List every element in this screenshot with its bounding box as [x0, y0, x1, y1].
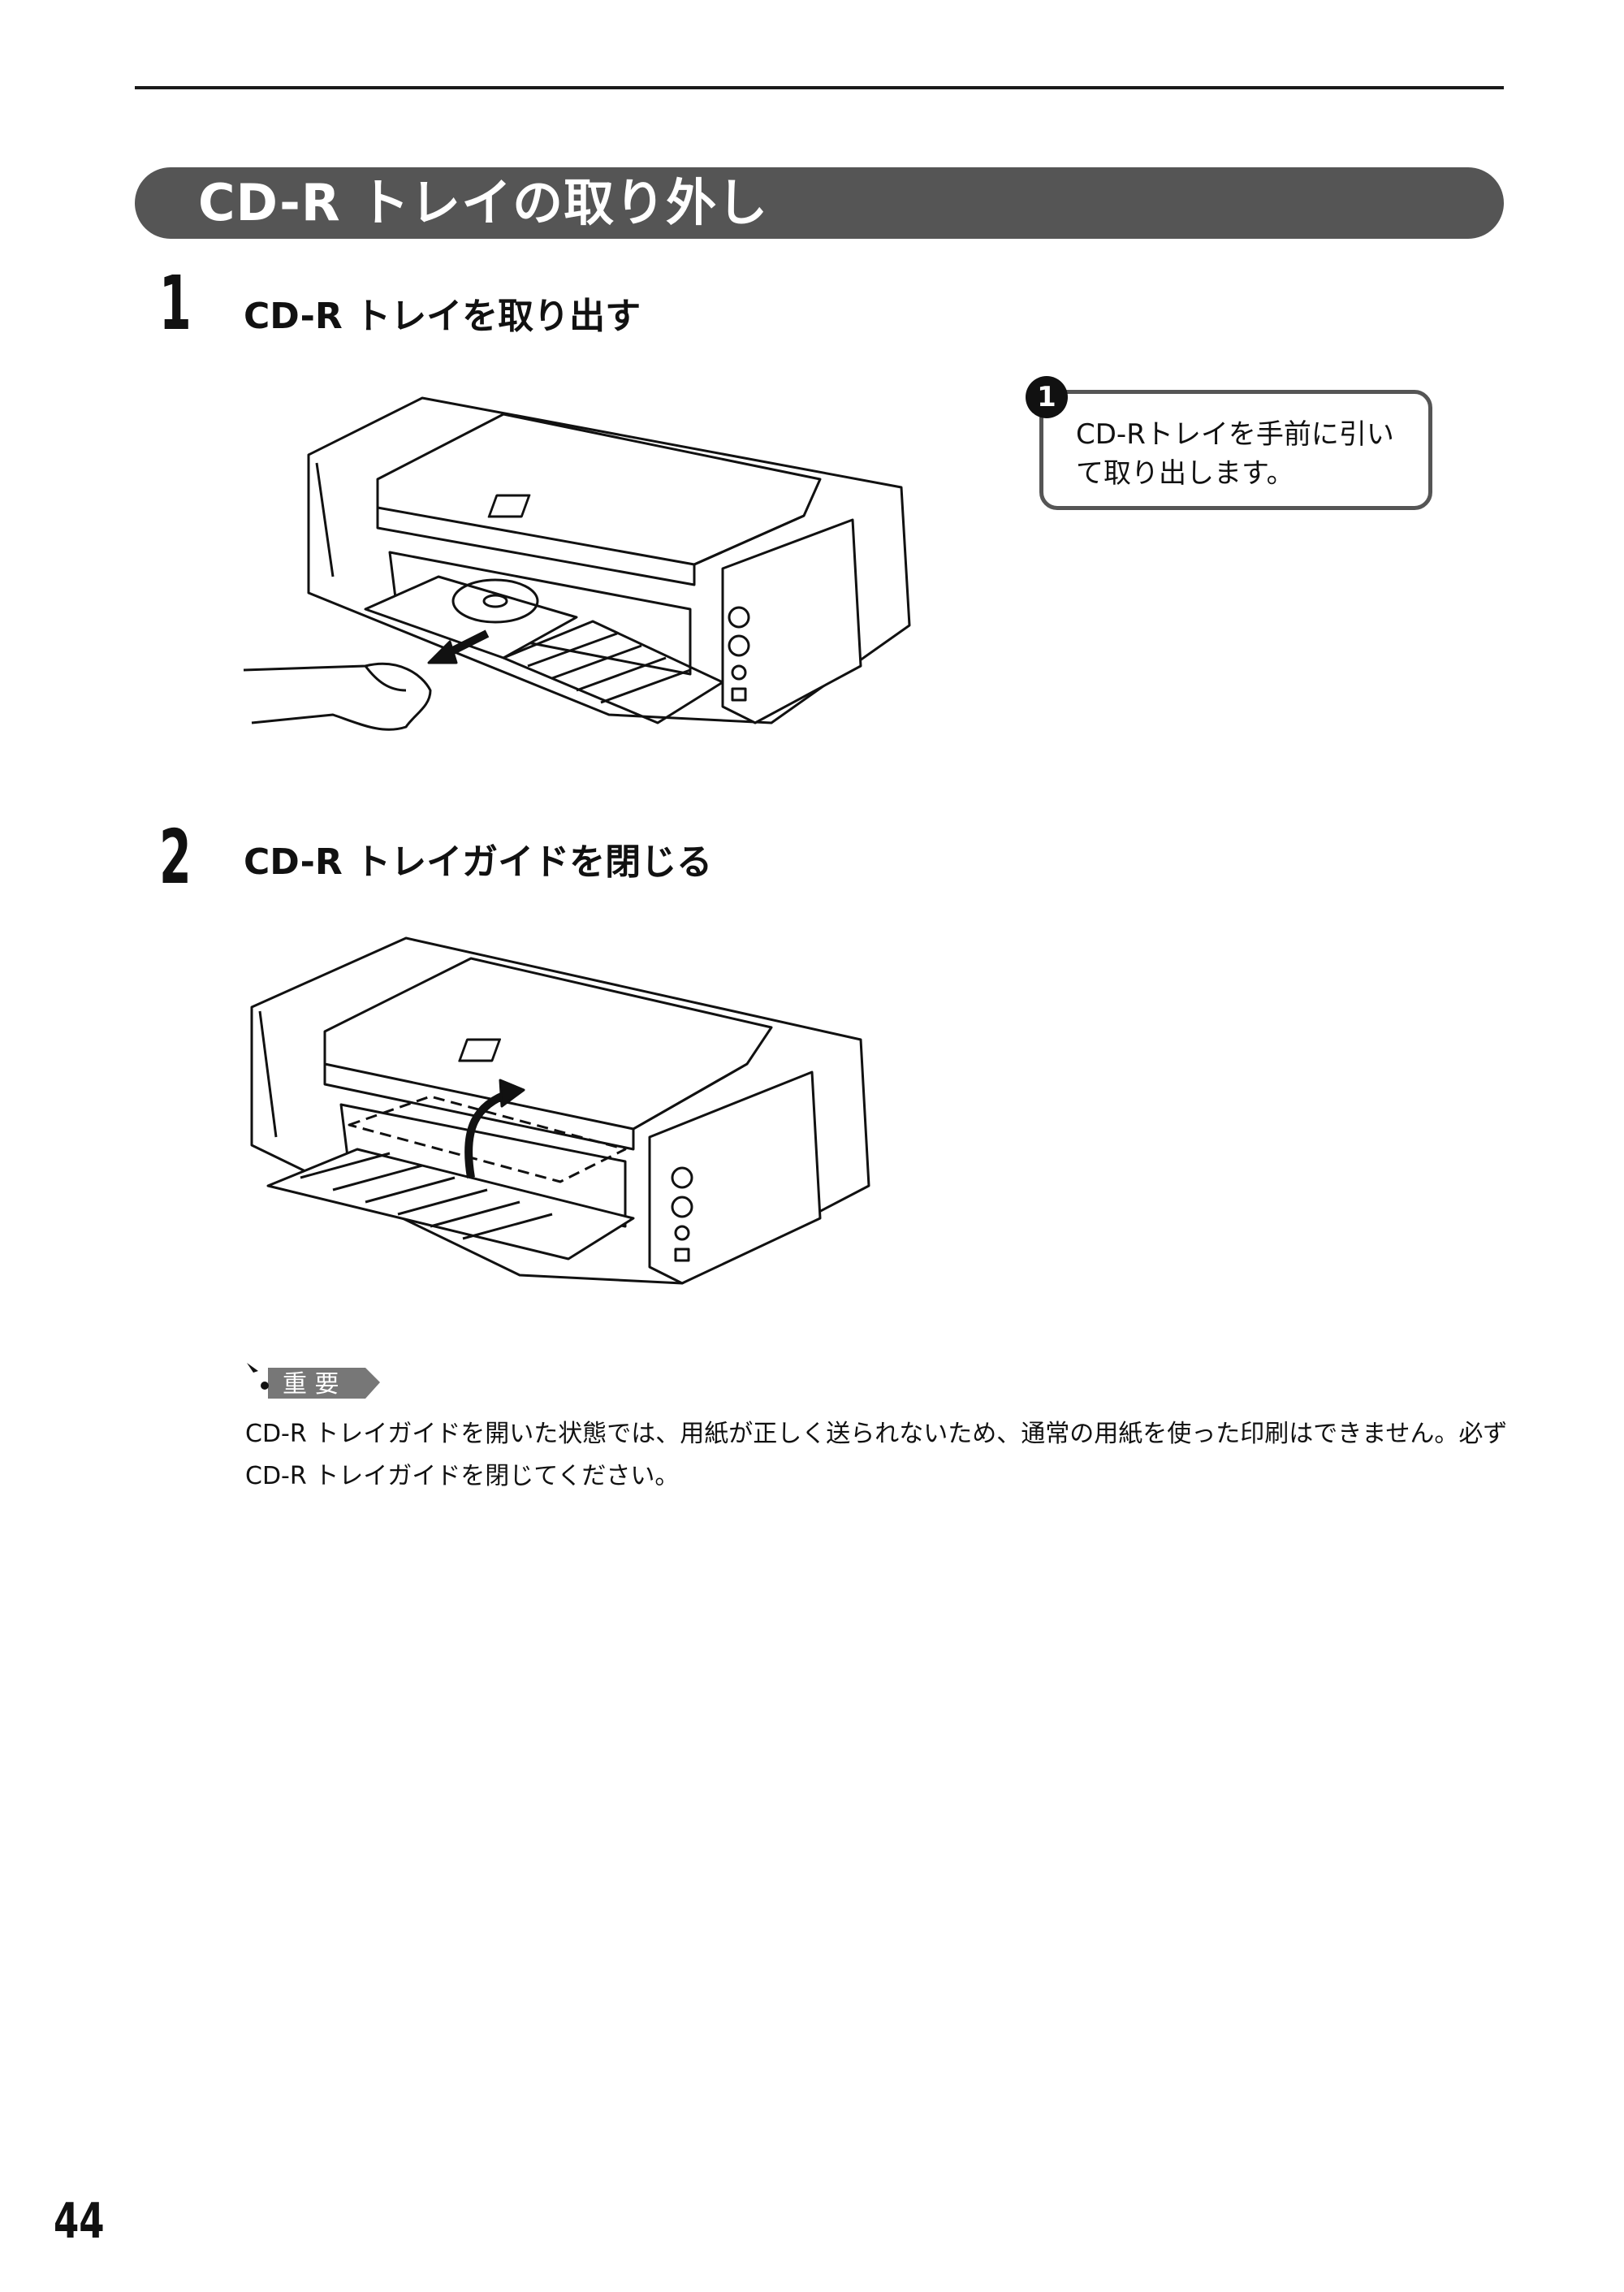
callout-note: 1 CD-Rトレイを手前に引いて取り出します。 — [1026, 376, 1432, 510]
page-number: 44 — [54, 2193, 105, 2250]
step-1-number: 1 — [159, 260, 192, 347]
step-2-number: 2 — [159, 814, 192, 901]
printer-close-guide-illustration — [244, 918, 893, 1316]
exclamation-icon — [247, 1363, 258, 1373]
printer-remove-tray-illustration — [235, 365, 950, 772]
step-2-title: CD-R トレイガイドを閉じる — [244, 841, 713, 883]
callout-number-badge: 1 — [1026, 376, 1068, 418]
important-label-text: 重 要 — [283, 1370, 339, 1399]
section-title: CD-R トレイの取り外し — [198, 173, 769, 232]
important-label: 重 要 — [244, 1361, 390, 1410]
step-1-title: CD-R トレイを取り出す — [244, 296, 641, 337]
section-header: CD-R トレイの取り外し — [135, 167, 1504, 239]
important-text: CD-R トレイガイドを開いた状態では、用紙が正しく送られないため、通常の用紙を… — [245, 1420, 1508, 1490]
top-rule — [135, 86, 1504, 89]
callout-text: CD-Rトレイを手前に引いて取り出します。 — [1076, 418, 1394, 490]
